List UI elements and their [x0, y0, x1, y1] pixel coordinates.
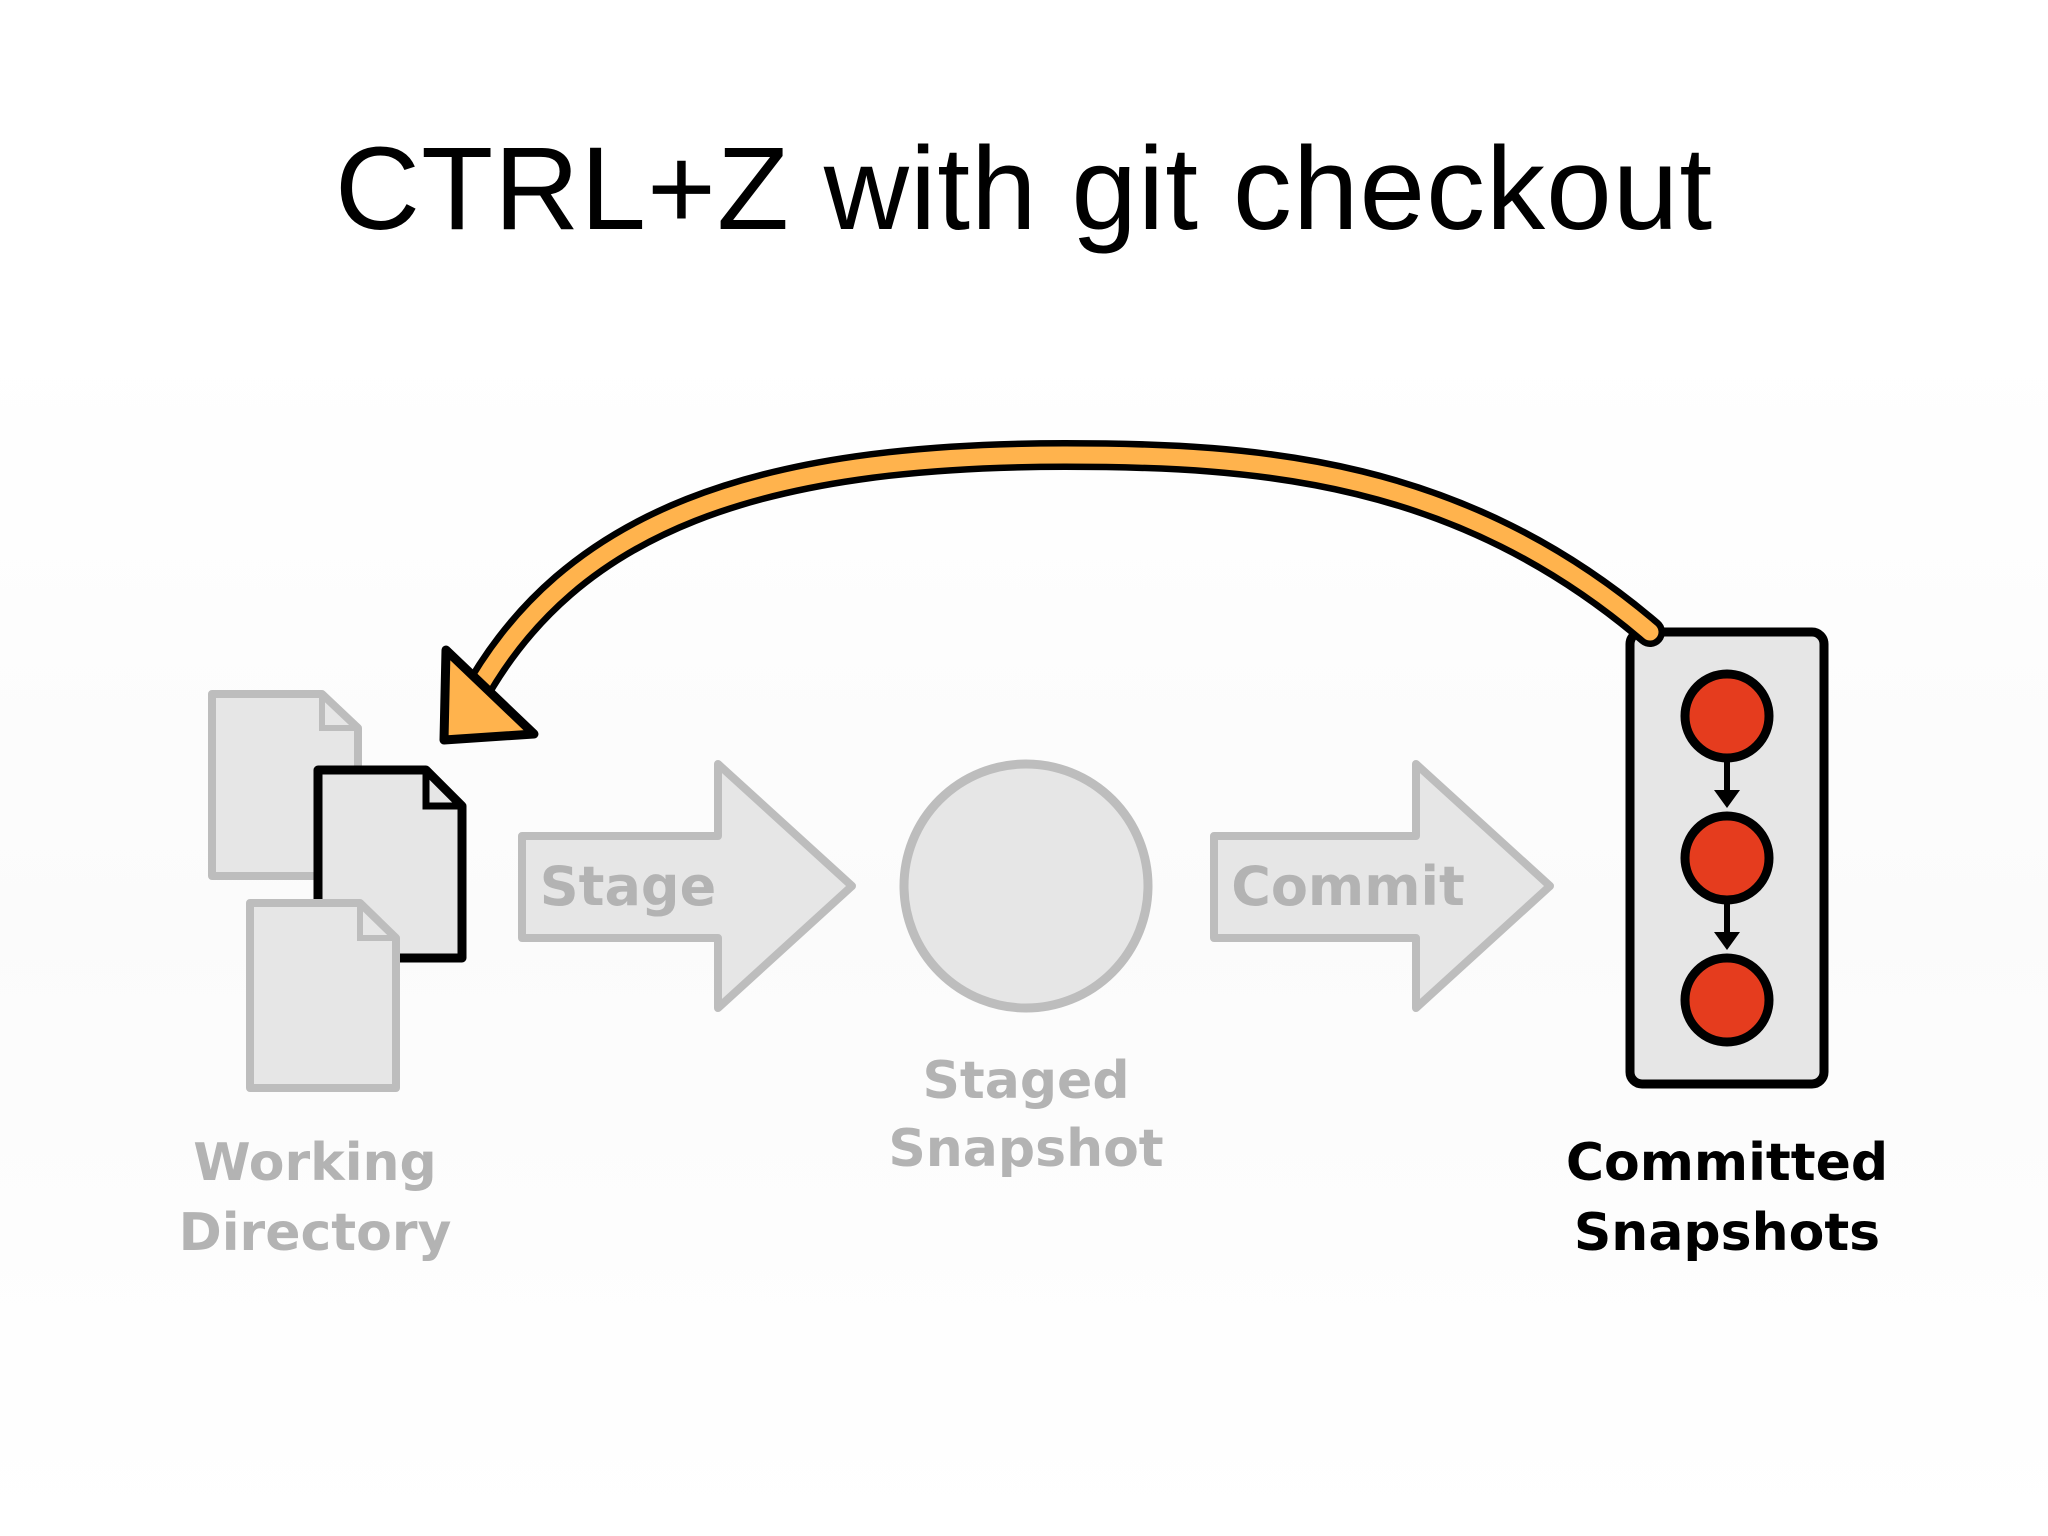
committed-snapshots-label-line1: Committed [1566, 1133, 1888, 1193]
chain-arrowhead-2 [1714, 932, 1740, 950]
staged-snapshot-label-line1: Staged [922, 1051, 1129, 1111]
chain-arrowhead-1 [1714, 790, 1740, 808]
stage-arrow [518, 760, 856, 1012]
slide-title: CTRL+Z with git checkout [334, 123, 1714, 255]
working-directory-icon [208, 690, 467, 1092]
commit-chain [1680, 669, 1774, 1047]
staged-snapshot-label-line2: Snapshot [888, 1119, 1163, 1179]
working-directory-label-line2: Directory [179, 1203, 452, 1263]
document-front-icon [246, 899, 400, 1092]
commit-dot-3 [1680, 953, 1774, 1047]
committed-snapshots-label-line2: Snapshots [1574, 1203, 1880, 1263]
checkout-arrow [439, 439, 1665, 745]
working-directory-label-line1: Working [193, 1133, 437, 1193]
staged-snapshot-circle [899, 759, 1153, 1013]
commit-arrow [1210, 760, 1554, 1012]
commit-dot-2 [1680, 811, 1774, 905]
checkout-arrowhead [439, 645, 539, 745]
commit-dot-1 [1680, 669, 1774, 763]
stage-arrow-label: Stage [540, 855, 716, 918]
commit-arrow-label: Commit [1231, 855, 1465, 918]
